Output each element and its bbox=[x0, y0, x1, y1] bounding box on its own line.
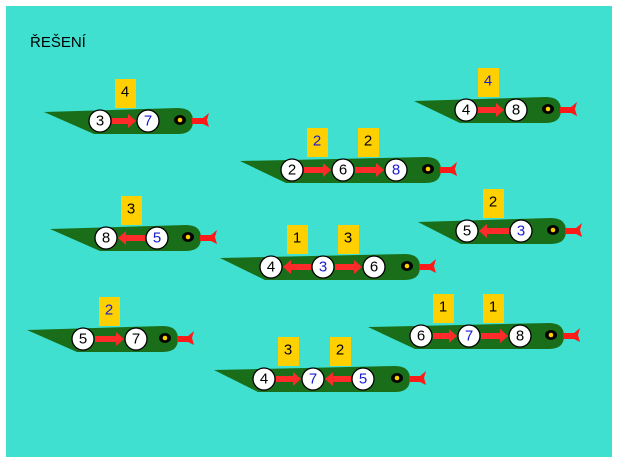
circle-number: 3 bbox=[517, 223, 525, 240]
difference-label: 1 bbox=[489, 299, 497, 316]
snake-pupil bbox=[405, 264, 410, 269]
snake-tongue bbox=[440, 162, 457, 176]
snake-pupil bbox=[178, 118, 183, 123]
snake-tongue bbox=[419, 259, 436, 273]
circle-number: 7 bbox=[465, 328, 473, 345]
snake: 2 5 3 bbox=[418, 189, 582, 244]
difference-label: 4 bbox=[121, 84, 129, 101]
snake-pupil bbox=[546, 107, 551, 112]
snake-pupil bbox=[163, 336, 168, 341]
circle-number: 6 bbox=[339, 162, 347, 179]
circle-number: 8 bbox=[516, 328, 524, 345]
snake-pupil bbox=[395, 376, 400, 381]
difference-label: 3 bbox=[284, 342, 292, 359]
circle-number: 8 bbox=[512, 102, 520, 119]
circle-number: 8 bbox=[102, 230, 110, 247]
circle-number: 5 bbox=[153, 230, 161, 247]
circle-number: 7 bbox=[309, 371, 317, 388]
circle-number: 4 bbox=[462, 102, 470, 119]
difference-label: 4 bbox=[484, 73, 492, 90]
circle-number: 7 bbox=[144, 113, 152, 130]
snake-tongue bbox=[200, 230, 217, 244]
difference-label: 2 bbox=[364, 133, 372, 150]
difference-label: 2 bbox=[336, 342, 344, 359]
snake-tongue bbox=[560, 102, 577, 116]
snake-tongue bbox=[177, 331, 194, 345]
difference-label: 3 bbox=[344, 230, 352, 247]
circle-number: 5 bbox=[463, 223, 471, 240]
snake: 1 3 4 3 6 bbox=[220, 225, 436, 280]
circle-number: 5 bbox=[359, 371, 367, 388]
circle-number: 3 bbox=[319, 259, 327, 276]
snake-tongue bbox=[565, 223, 582, 237]
circle-number: 8 bbox=[392, 162, 400, 179]
difference-label: 2 bbox=[313, 133, 321, 150]
snake-pupil bbox=[551, 228, 556, 233]
circle-number: 3 bbox=[96, 113, 104, 130]
circle-number: 7 bbox=[132, 331, 140, 348]
circle-number: 6 bbox=[370, 259, 378, 276]
snake: 3 2 4 7 5 bbox=[214, 337, 426, 392]
snake-pupil bbox=[426, 167, 431, 172]
circle-number: 2 bbox=[288, 162, 296, 179]
circle-number: 6 bbox=[417, 328, 425, 345]
difference-label: 2 bbox=[489, 194, 497, 211]
snake: 43 7 bbox=[44, 79, 209, 134]
snake-tongue bbox=[563, 328, 580, 342]
snake-pupil bbox=[186, 235, 191, 240]
difference-label: 1 bbox=[293, 230, 301, 247]
difference-label: 3 bbox=[127, 201, 135, 218]
circle-number: 4 bbox=[260, 371, 268, 388]
difference-label: 2 bbox=[105, 302, 113, 319]
snake: 44 8 bbox=[414, 68, 577, 123]
snake-tongue bbox=[409, 371, 426, 385]
snake-tongue bbox=[192, 113, 209, 127]
snake: 2 5 7 bbox=[27, 297, 194, 352]
snake-pupil bbox=[549, 333, 554, 338]
difference-label: 1 bbox=[439, 299, 447, 316]
snake: 38 5 bbox=[50, 196, 217, 251]
circle-number: 4 bbox=[267, 259, 275, 276]
circle-number: 5 bbox=[79, 331, 87, 348]
